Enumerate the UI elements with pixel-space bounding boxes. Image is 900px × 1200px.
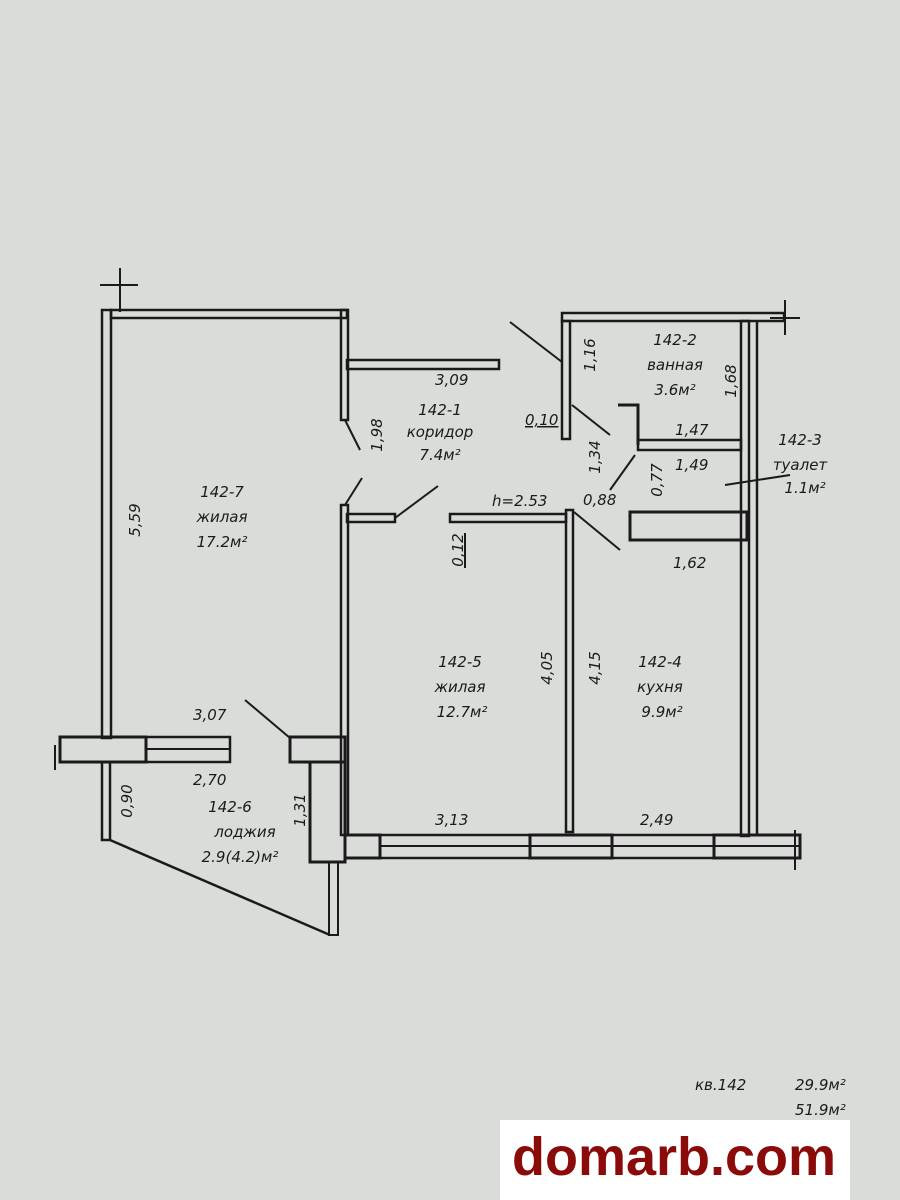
room-id: 142-2 [653,331,697,349]
room-id: 142-4 [638,653,682,671]
dimension: 3,07 [193,706,227,724]
dimension: 0,88 [583,491,616,509]
room-name: жилая [195,508,247,526]
wall-pier-loggia [288,735,347,764]
room-area: 2.9(4.2)м² [202,848,279,866]
dimension: 2,70 [193,771,226,789]
room-name: лоджия [213,823,275,841]
room-id: 142-5 [438,653,482,671]
dimension: 0,90 [118,784,136,817]
dimension: 1,47 [675,421,709,439]
ceiling-height: h=2.53 [492,492,547,510]
dimension: 4,15 [586,651,604,684]
wall-left [100,308,113,740]
wall-kitchen [564,508,575,834]
room-name: кухня [637,678,683,696]
dimension: 1,98 [368,418,386,451]
watermark-text: domarb.com [512,1127,837,1187]
watermark: domarb.com [500,1120,850,1200]
dimension: 2,49 [640,811,673,829]
room-id: 142-1 [418,401,462,419]
wall-stub [345,512,397,524]
apartment-number: кв.142 [695,1076,746,1094]
room-area: 9.9м² [641,703,682,721]
wall-top-left [109,308,349,320]
room-id: 142-3 [778,431,822,449]
wall-bath-left [560,319,572,441]
room-area: 7.4м² [419,446,460,464]
room-name: коридор [407,423,474,441]
dimension: 0,10 [525,411,558,429]
dimension: 0,77 [648,463,666,497]
wall-right [739,319,751,838]
dimension-labels: 3,09 1,98 5,59 1,16 0,10 1,34 1,68 1,47 … [118,338,740,829]
room-id: 142-7 [200,483,244,501]
wall-loggia-left [100,760,112,842]
vent-shaft [618,403,640,445]
room-name: ванная [647,356,703,374]
room-area: 1.1м² [784,479,825,497]
wall-bath-toilet [636,438,743,452]
room-id: 142-6 [208,798,252,816]
total-area: 51.9м² [795,1101,846,1119]
dimension: 1,34 [586,440,604,473]
dimension: 3,09 [435,371,468,389]
loggia-edge [109,838,331,937]
dimension: 4,05 [538,651,556,684]
toilet-wall-block [628,510,749,542]
room-name: туалет [773,456,829,474]
dimension: 1,49 [675,456,708,474]
dimension: 1,62 [673,554,706,572]
wall-pier-left [58,735,148,764]
dimension: 1,31 [291,793,309,826]
wall-corridor [345,358,501,371]
dimension: 0,12 [449,533,467,566]
area-summary: кв.142 29.9м² 51.9м² [695,1076,846,1119]
wall-loggia-right [308,760,347,864]
window-pier [712,833,802,860]
room-name: жилая [433,678,485,696]
room-area: 12.7м² [437,703,488,721]
dimension: 1,68 [722,364,740,397]
dimension: 1,16 [581,338,599,371]
room-labels: 142-1 коридор 7.4м² 142-2 ванная 3.6м² 1… [195,331,828,866]
window-pier [528,833,614,860]
wall-stub-2 [448,512,568,524]
room-area: 3.6м² [654,381,695,399]
wall-bath-top [560,311,786,323]
room-area: 17.2м² [197,533,248,551]
living-area: 29.9м² [795,1076,846,1094]
dimension: 3,13 [435,811,468,829]
dimension: 5,59 [126,503,144,536]
walls [54,268,802,937]
